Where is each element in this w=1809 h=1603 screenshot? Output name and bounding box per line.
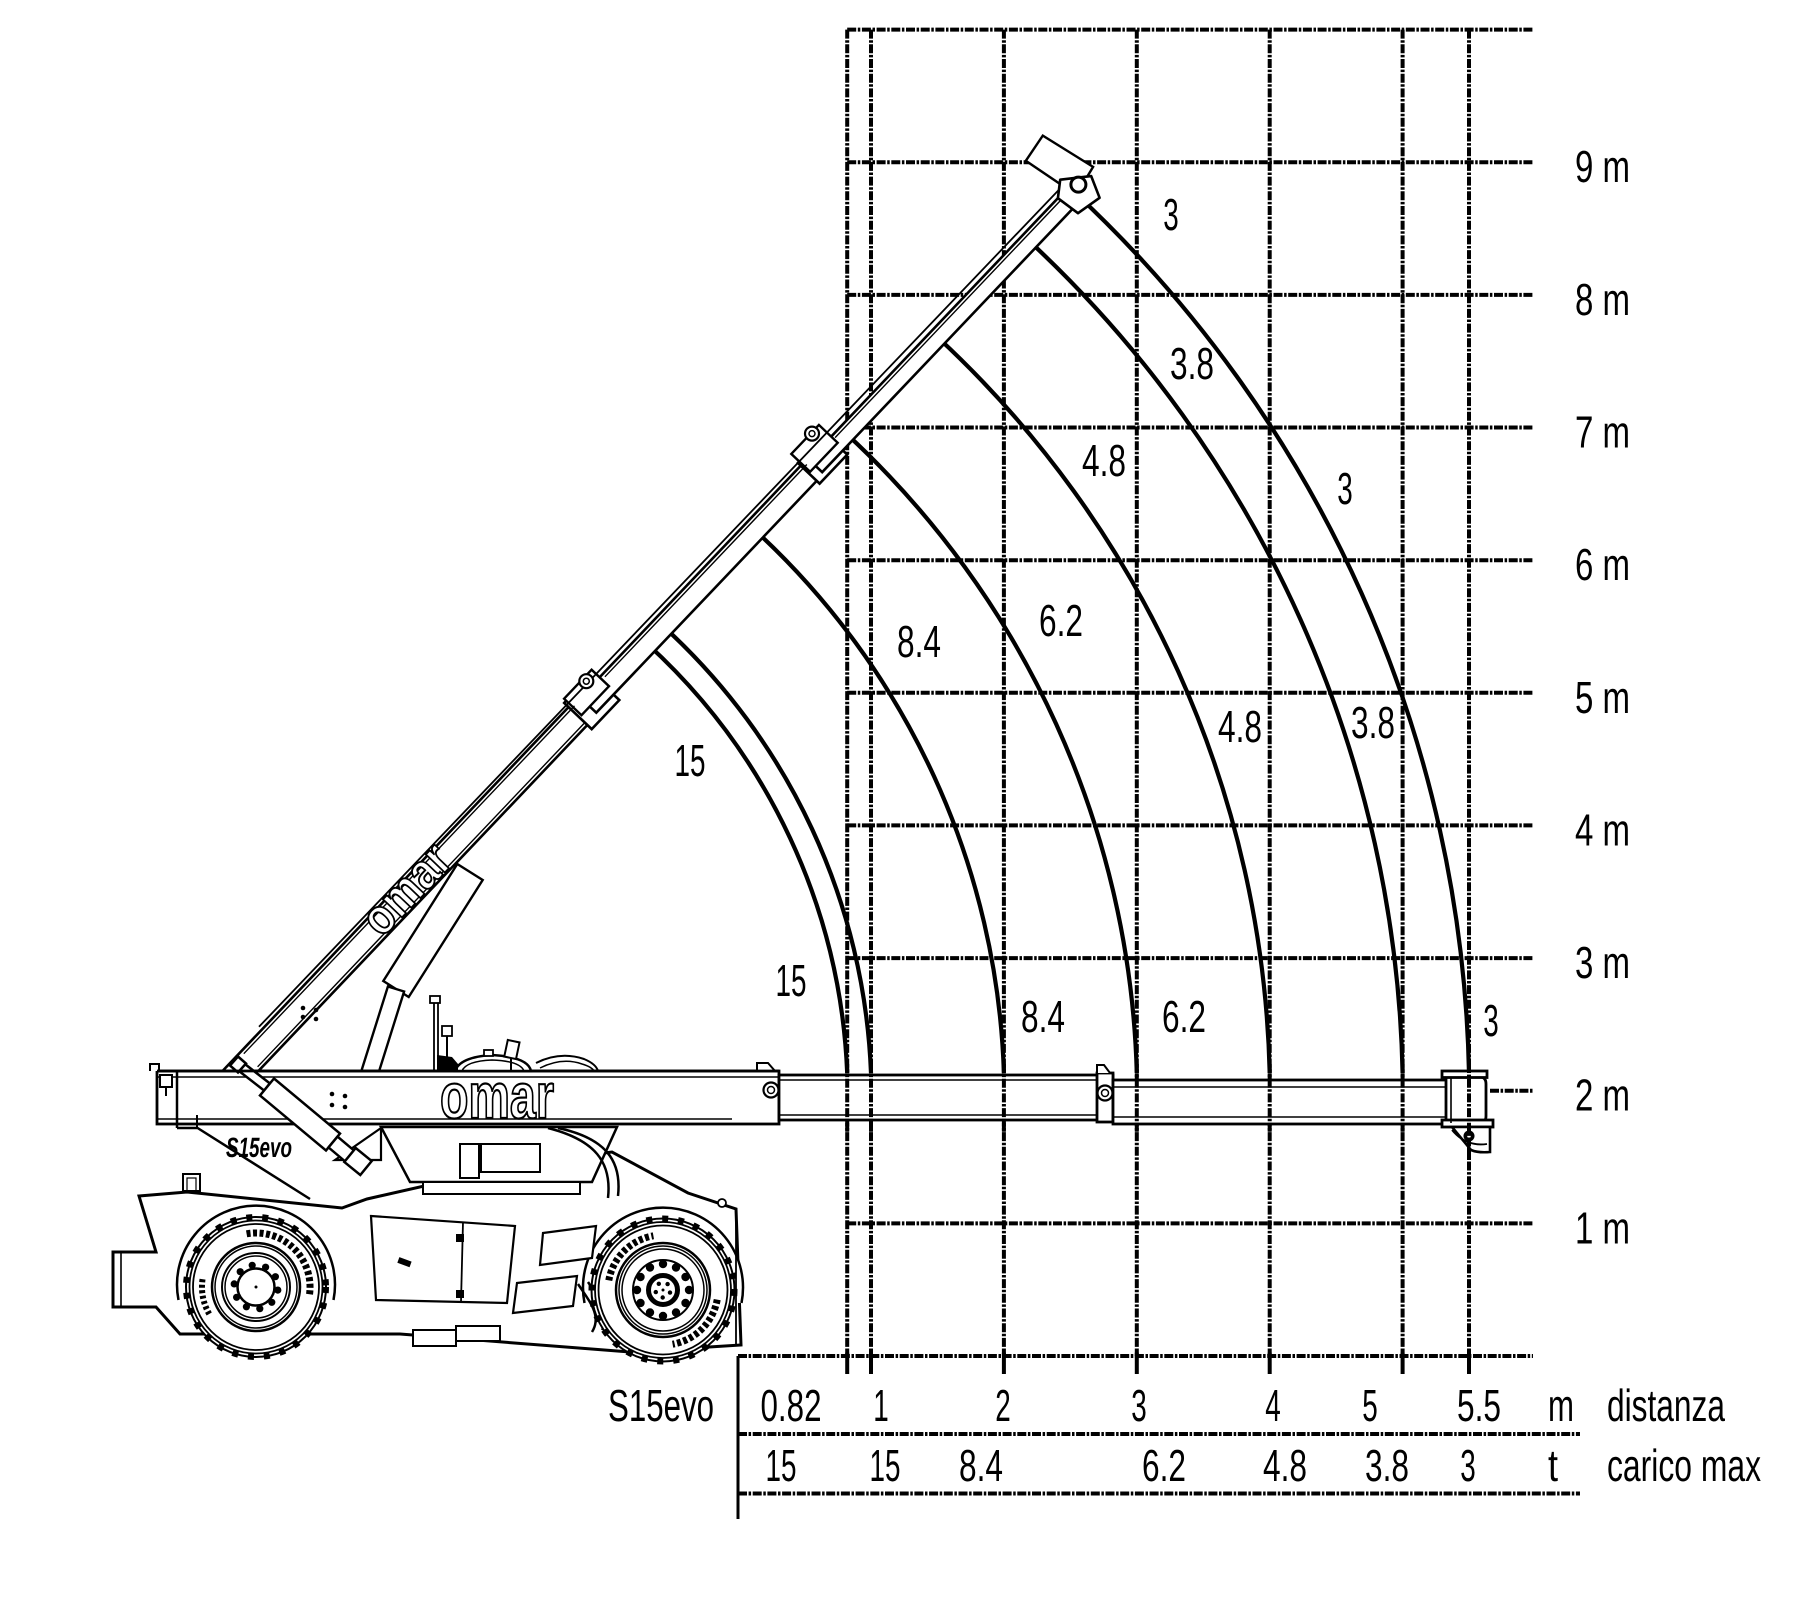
svg-text:15: 15 [766,1440,797,1491]
svg-text:0.82: 0.82 [761,1380,822,1431]
svg-text:15: 15 [870,1440,901,1491]
svg-text:15: 15 [776,955,807,1006]
svg-text:6.2: 6.2 [1142,1440,1186,1491]
svg-text:3.8: 3.8 [1351,697,1395,748]
svg-text:1 m: 1 m [1575,1202,1630,1253]
svg-text:8.4: 8.4 [897,616,941,667]
svg-text:15: 15 [675,735,706,786]
svg-text:distanza: distanza [1607,1380,1726,1431]
svg-text:carico max: carico max [1607,1440,1761,1491]
svg-text:4: 4 [1265,1380,1281,1431]
svg-text:9 m: 9 m [1575,141,1630,192]
svg-text:4.8: 4.8 [1218,701,1262,752]
svg-text:6.2: 6.2 [1162,991,1206,1042]
svg-text:t: t [1548,1440,1558,1491]
svg-text:4.8: 4.8 [1082,435,1126,486]
svg-text:3: 3 [1460,1440,1476,1491]
svg-text:3: 3 [1163,189,1179,240]
svg-text:5: 5 [1362,1380,1378,1431]
svg-text:8 m: 8 m [1575,274,1630,325]
svg-text:3.8: 3.8 [1365,1440,1409,1491]
svg-text:5.5: 5.5 [1457,1380,1501,1431]
svg-text:1: 1 [873,1380,889,1431]
svg-text:3.8: 3.8 [1170,338,1214,389]
svg-text:6.2: 6.2 [1039,595,1083,646]
svg-text:3: 3 [1131,1380,1147,1431]
svg-text:2: 2 [995,1380,1011,1431]
svg-text:S15evo: S15evo [226,1132,292,1163]
svg-text:8.4: 8.4 [1021,991,1065,1042]
svg-text:6 m: 6 m [1575,539,1630,590]
svg-text:3: 3 [1337,463,1353,514]
svg-text:4.8: 4.8 [1263,1440,1307,1491]
svg-text:S15evo: S15evo [608,1380,714,1431]
svg-text:4 m: 4 m [1575,804,1630,855]
svg-text:3 m: 3 m [1575,937,1630,988]
svg-text:7 m: 7 m [1575,407,1630,458]
svg-text:2 m: 2 m [1575,1070,1630,1121]
svg-text:3: 3 [1483,995,1499,1046]
svg-text:5 m: 5 m [1575,672,1630,723]
svg-text:m: m [1548,1380,1574,1431]
svg-text:8.4: 8.4 [959,1440,1003,1491]
